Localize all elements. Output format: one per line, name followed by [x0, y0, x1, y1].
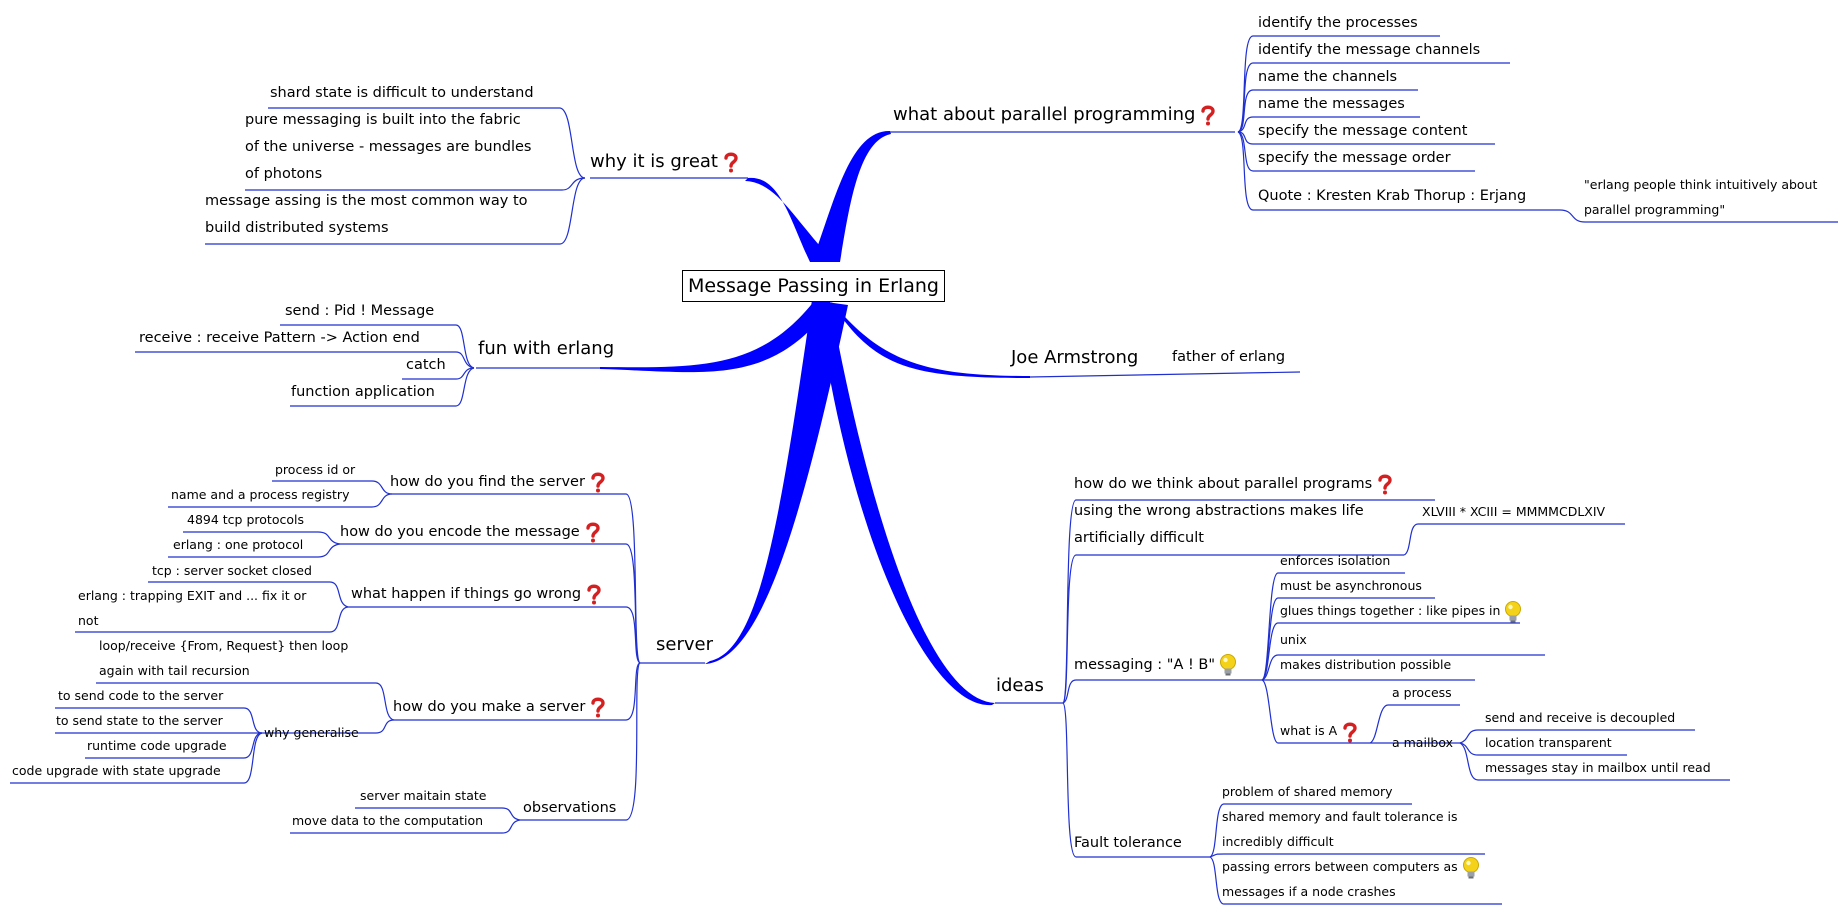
item-label: passing errors between computers as [1222, 859, 1458, 874]
branch-label: messaging : "A ! B" [1074, 657, 1216, 673]
list-item[interactable]: a process [1392, 685, 1452, 700]
branch-label: how do you find the server [390, 474, 585, 490]
branch-label: why it is great [590, 151, 718, 172]
list-item[interactable]: receive : receive Pattern -> Action end [139, 330, 420, 346]
list-item[interactable]: catch [406, 357, 446, 373]
branch-server[interactable]: server [656, 634, 713, 655]
list-item[interactable]: erlang : one protocol [173, 537, 304, 552]
sub-branch-mailbox[interactable]: a mailbox [1392, 735, 1454, 750]
list-item[interactable]: name and a process registry [171, 487, 350, 502]
list-item[interactable]: shared memory and fault tolerance is [1222, 809, 1458, 824]
item-label: glues things together : like pipes in [1280, 603, 1501, 618]
branch-label: how do we think about parallel programs [1074, 476, 1373, 492]
list-item[interactable]: incredibly difficult [1222, 834, 1334, 849]
list-item[interactable]: Quote : Kresten Krab Thorup : Erjang [1258, 188, 1527, 204]
list-item[interactable]: name the channels [1258, 69, 1398, 85]
list-item[interactable]: build distributed systems [205, 220, 389, 236]
list-item[interactable]: XLVIII * XCIII = MMMMCDLXIV [1422, 504, 1606, 519]
list-item[interactable]: not [78, 613, 99, 628]
list-item[interactable]: server maitain state [360, 788, 487, 803]
quote-line[interactable]: "erlang people think intuitively about [1584, 177, 1818, 192]
branch-ideas[interactable]: ideas [996, 675, 1044, 696]
list-item[interactable]: of the universe - messages are bundles [245, 139, 532, 155]
list-item[interactable]: unix [1280, 632, 1307, 647]
quote-line[interactable]: parallel programming" [1584, 202, 1726, 217]
list-item[interactable]: father of erlang [1172, 349, 1286, 365]
list-item[interactable]: must be asynchronous [1280, 578, 1422, 593]
list-item[interactable]: erlang : trapping EXIT and ... fix it or [78, 588, 307, 603]
branch-label: what about parallel programming [893, 104, 1196, 125]
list-item[interactable]: process id or [275, 462, 356, 477]
list-item[interactable]: send : Pid ! Message [285, 303, 435, 319]
question-icon [1375, 473, 1395, 495]
sub-branch-think-parallel[interactable]: how do we think about parallel programs [1074, 471, 1395, 498]
branch-why-it-is-great[interactable]: why it is great [590, 151, 741, 173]
sub-branch-encode-message[interactable]: how do you encode the message [340, 519, 603, 546]
list-item[interactable]: again with tail recursion [99, 663, 250, 678]
list-item[interactable]: shard state is difficult to understand [270, 85, 534, 101]
branch-label: what happen if things go wrong [351, 586, 582, 602]
list-item[interactable]: name the messages [1258, 96, 1405, 112]
list-item[interactable]: function application [291, 384, 435, 400]
list-item[interactable]: artificially difficult [1074, 530, 1204, 546]
list-item[interactable]: identify the processes [1258, 15, 1418, 31]
branch-label: what is A [1280, 723, 1338, 738]
sub-branch-why-generalise[interactable]: why generalise [264, 725, 359, 740]
list-item[interactable]: glues things together : like pipes in [1280, 598, 1523, 624]
sub-branch-connectors [10, 35, 1838, 905]
bulb-icon [1461, 856, 1481, 880]
question-icon [588, 696, 608, 718]
list-item[interactable]: to send code to the server [58, 688, 224, 703]
list-item[interactable]: of photons [245, 166, 323, 182]
list-item[interactable]: message assing is the most common way to [205, 193, 528, 209]
list-item[interactable]: specify the message order [1258, 150, 1451, 166]
list-item[interactable]: identify the message channels [1258, 42, 1481, 58]
list-item[interactable]: send and receive is decoupled [1485, 710, 1676, 725]
question-icon [1340, 721, 1360, 743]
branch-joe-armstrong[interactable]: Joe Armstrong [1011, 347, 1139, 368]
question-icon [1198, 104, 1218, 126]
sub-branch-messaging[interactable]: messaging : "A ! B" [1074, 652, 1238, 679]
central-topic[interactable]: Message Passing in Erlang [682, 270, 945, 302]
sub-branch-what-is-a[interactable]: what is A [1280, 718, 1360, 743]
sub-branch-fault-tolerance[interactable]: Fault tolerance [1074, 835, 1182, 851]
list-item[interactable]: messages stay in mailbox until read [1485, 760, 1711, 775]
question-icon [583, 521, 603, 543]
list-item[interactable]: messages if a node crashes [1222, 884, 1396, 899]
list-item[interactable]: makes distribution possible [1280, 657, 1452, 672]
bulb-icon [1218, 653, 1238, 677]
list-item[interactable]: using the wrong abstractions makes life [1074, 503, 1364, 519]
main-branch-connectors [600, 130, 1030, 706]
list-item[interactable]: location transparent [1485, 735, 1612, 750]
question-icon [588, 471, 608, 493]
question-icon [584, 583, 604, 605]
question-icon [721, 151, 741, 173]
list-item[interactable]: problem of shared memory [1222, 784, 1393, 799]
list-item[interactable]: to send state to the server [56, 713, 223, 728]
list-item[interactable]: 4894 tcp protocols [187, 512, 304, 527]
list-item[interactable]: runtime code upgrade [87, 738, 227, 753]
list-item[interactable]: move data to the computation [292, 813, 484, 828]
branch-label: how do you make a server [393, 699, 586, 715]
list-item[interactable]: enforces isolation [1280, 553, 1391, 568]
list-item[interactable]: code upgrade with state upgrade [12, 763, 221, 778]
branch-fun-with-erlang[interactable]: fun with erlang [478, 338, 615, 359]
bulb-icon [1503, 600, 1523, 624]
sub-branch-find-server[interactable]: how do you find the server [390, 469, 608, 496]
list-item[interactable]: passing errors between computers as [1222, 854, 1481, 880]
list-item[interactable]: tcp : server socket closed [152, 563, 312, 578]
list-item[interactable]: specify the message content [1258, 123, 1468, 139]
sub-branch-observations[interactable]: observations [523, 800, 617, 816]
sub-branch-make-server[interactable]: how do you make a server [393, 694, 608, 721]
branch-label: how do you encode the message [340, 524, 580, 540]
sub-branch-things-go-wrong[interactable]: what happen if things go wrong [351, 581, 604, 608]
list-item[interactable]: loop/receive {From, Request} then loop [99, 638, 349, 653]
branch-parallel-programming[interactable]: what about parallel programming [893, 104, 1218, 126]
list-item[interactable]: pure messaging is built into the fabric [245, 112, 521, 128]
